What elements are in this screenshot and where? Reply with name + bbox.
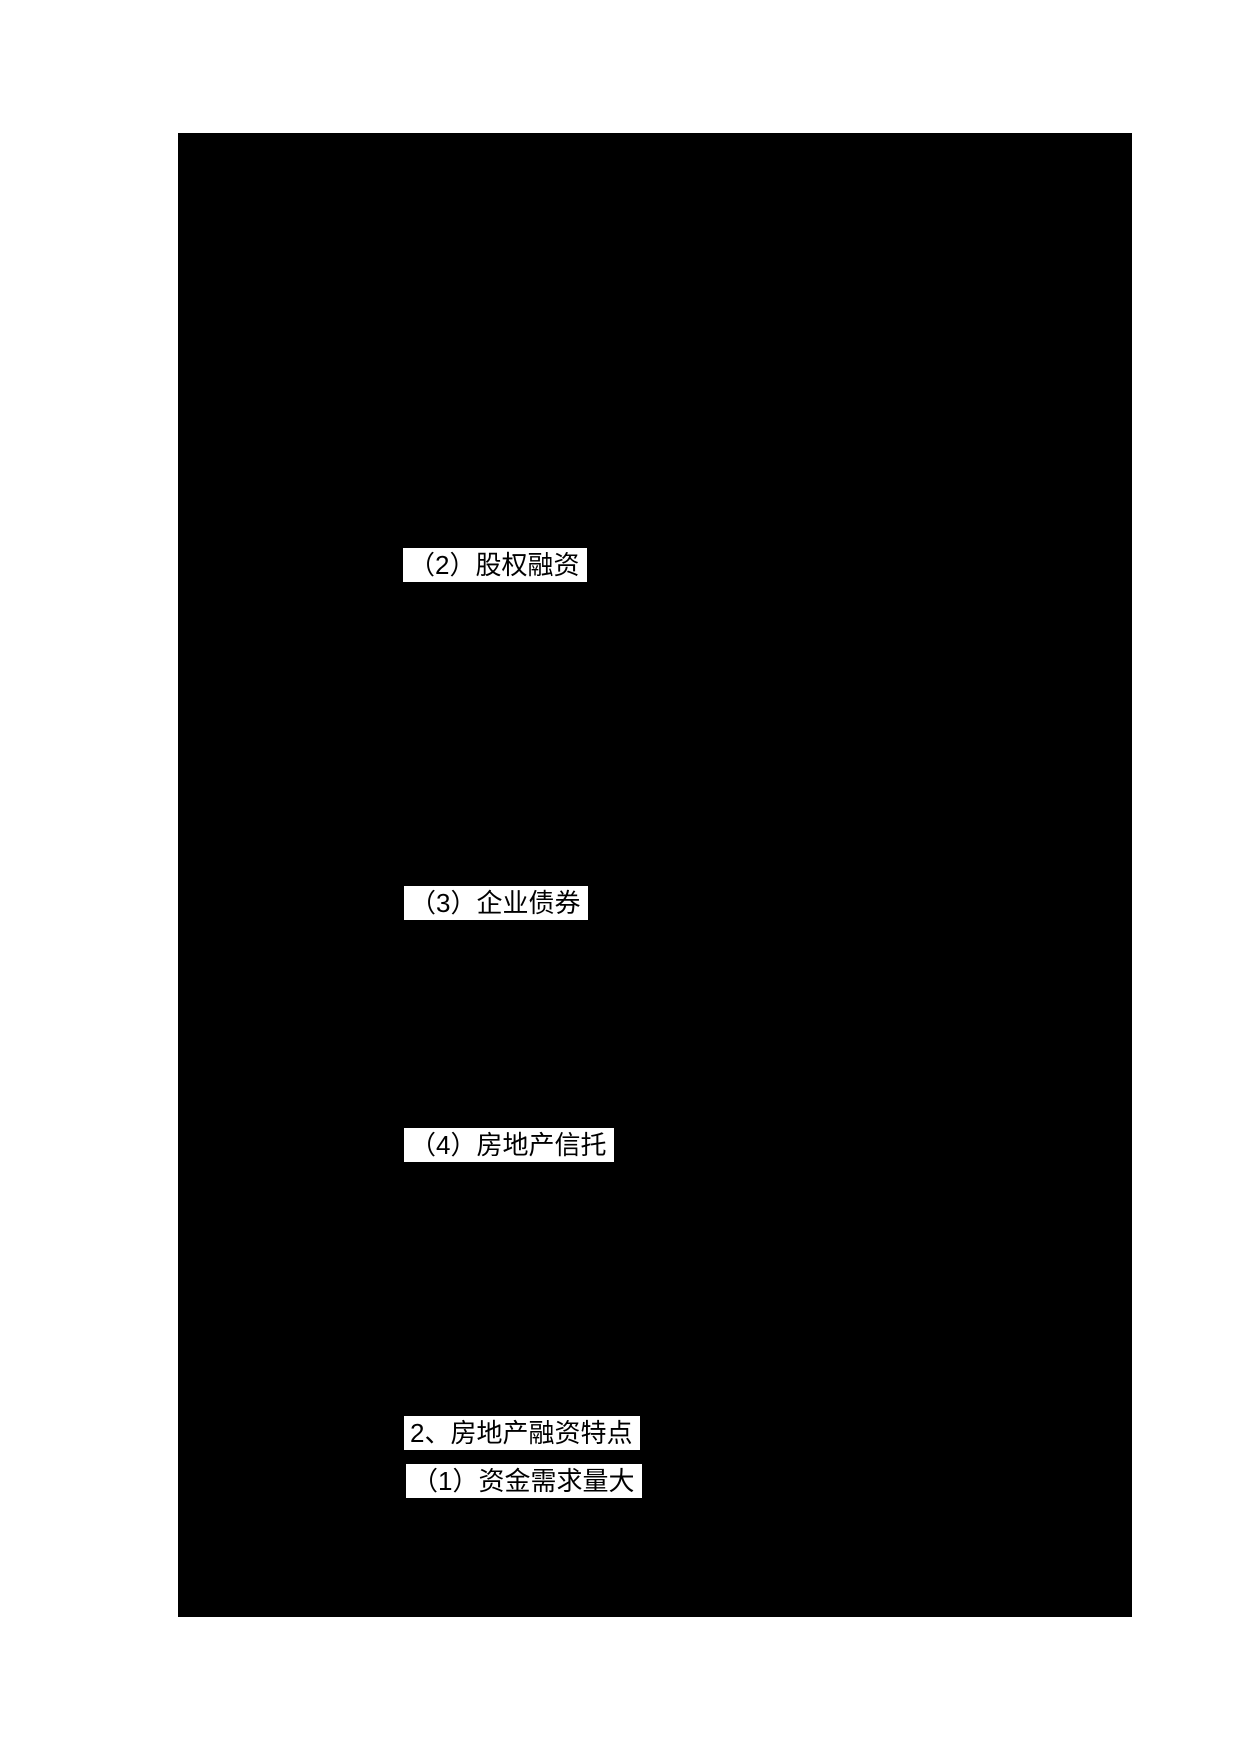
highlight-real-estate-trust: （4）房地产信托 <box>404 1128 615 1162</box>
highlight-equity-financing: （2）股权融资 <box>403 548 588 582</box>
highlight-large-capital-demand: （1）资金需求量大 <box>406 1464 643 1498</box>
highlight-financing-features-heading: 2、房地产融资特点 <box>404 1416 641 1450</box>
highlight-corporate-bonds: （3）企业债券 <box>404 886 589 920</box>
blacked-out-content-area: （2）股权融资 （3）企业债券 （4）房地产信托 2、房地产融资特点 （1）资金… <box>178 133 1132 1617</box>
